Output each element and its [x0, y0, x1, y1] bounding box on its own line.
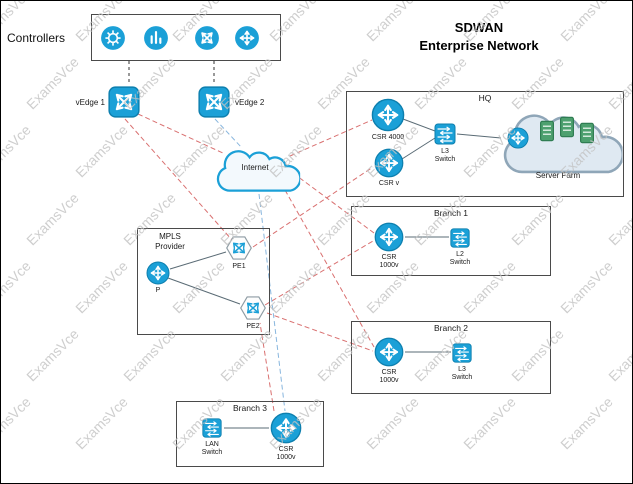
vanalytics-icon [143, 25, 169, 51]
mpls-p-router-icon [146, 261, 170, 285]
mpls-pe2-router-icon [239, 294, 267, 322]
hq-l3-switch-icon [433, 122, 457, 146]
branch3-csr-router-icon [270, 412, 302, 444]
hq-csrv-router-icon [374, 148, 404, 178]
title-line2: Enterprise Network [419, 37, 539, 53]
vsmart-icon [234, 25, 260, 51]
branch2-switch-label: L3 Switch [451, 366, 473, 382]
server-icon [579, 121, 595, 145]
controllers-label: Controllers [7, 31, 66, 45]
hq-box [346, 91, 624, 197]
hq-l3-switch-label: L3 Switch [434, 148, 456, 164]
internet-label: Internet [241, 163, 269, 172]
hq-title: HQ [478, 93, 492, 103]
mpls-tunnel-links [124, 113, 375, 412]
branch3-lan-switch-icon [201, 417, 223, 439]
mpls-pe1-label: PE1 [232, 263, 246, 270]
mpls-pe1-router-icon [225, 234, 253, 262]
mpls-title: MPLS Provider [155, 232, 185, 251]
branch1-csr-router-icon [374, 222, 404, 252]
hq-csrv-label: CSR v [378, 180, 400, 187]
controllers-box [91, 14, 281, 61]
branch1-csr-label: CSR 1000v [379, 254, 399, 270]
vmanage-icon [100, 25, 126, 51]
branch3-title: Branch 3 [232, 403, 268, 413]
server-icon [539, 119, 555, 143]
server-farm-switch-icon [507, 127, 529, 149]
mpls-pe2-label: PE2 [246, 323, 260, 330]
branch2-title: Branch 2 [433, 323, 469, 333]
vedge2-icon [197, 85, 231, 119]
branch1-l2-switch-icon [449, 227, 471, 249]
lan-links [167, 118, 502, 429]
server-farm-label: Server Farm [535, 171, 581, 180]
mpls-box [137, 228, 270, 335]
branch1-title: Branch 1 [433, 208, 469, 218]
branch2-csr-label: CSR 1000v [379, 369, 399, 385]
vedge1-icon [107, 85, 141, 119]
hq-csr4000-label: CSR 4000 [371, 134, 405, 141]
branch2-l3-switch-icon [451, 342, 473, 364]
branch1-switch-label: L2 Switch [449, 251, 471, 267]
vedge2-label: vEdge 2 [235, 98, 265, 107]
title-line1: SDWAN [454, 20, 504, 35]
branch2-box [351, 321, 551, 394]
branch2-csr-router-icon [374, 337, 404, 367]
hq-csr4000-router-icon [371, 98, 405, 132]
diagram-title: SDWAN Enterprise Network [379, 19, 579, 54]
branch1-box [351, 206, 551, 276]
branch3-box [176, 401, 324, 467]
vedge1-label: vEdge 1 [75, 98, 105, 107]
branch3-csr-label: CSR 1000v [276, 446, 296, 462]
controller-links [128, 61, 215, 85]
server-icon [559, 115, 575, 139]
vbond-icon [194, 25, 220, 51]
mpls-p-label: P [155, 287, 161, 294]
branch3-switch-label: LAN Switch [201, 441, 223, 457]
internet-tunnel-links [214, 118, 286, 412]
